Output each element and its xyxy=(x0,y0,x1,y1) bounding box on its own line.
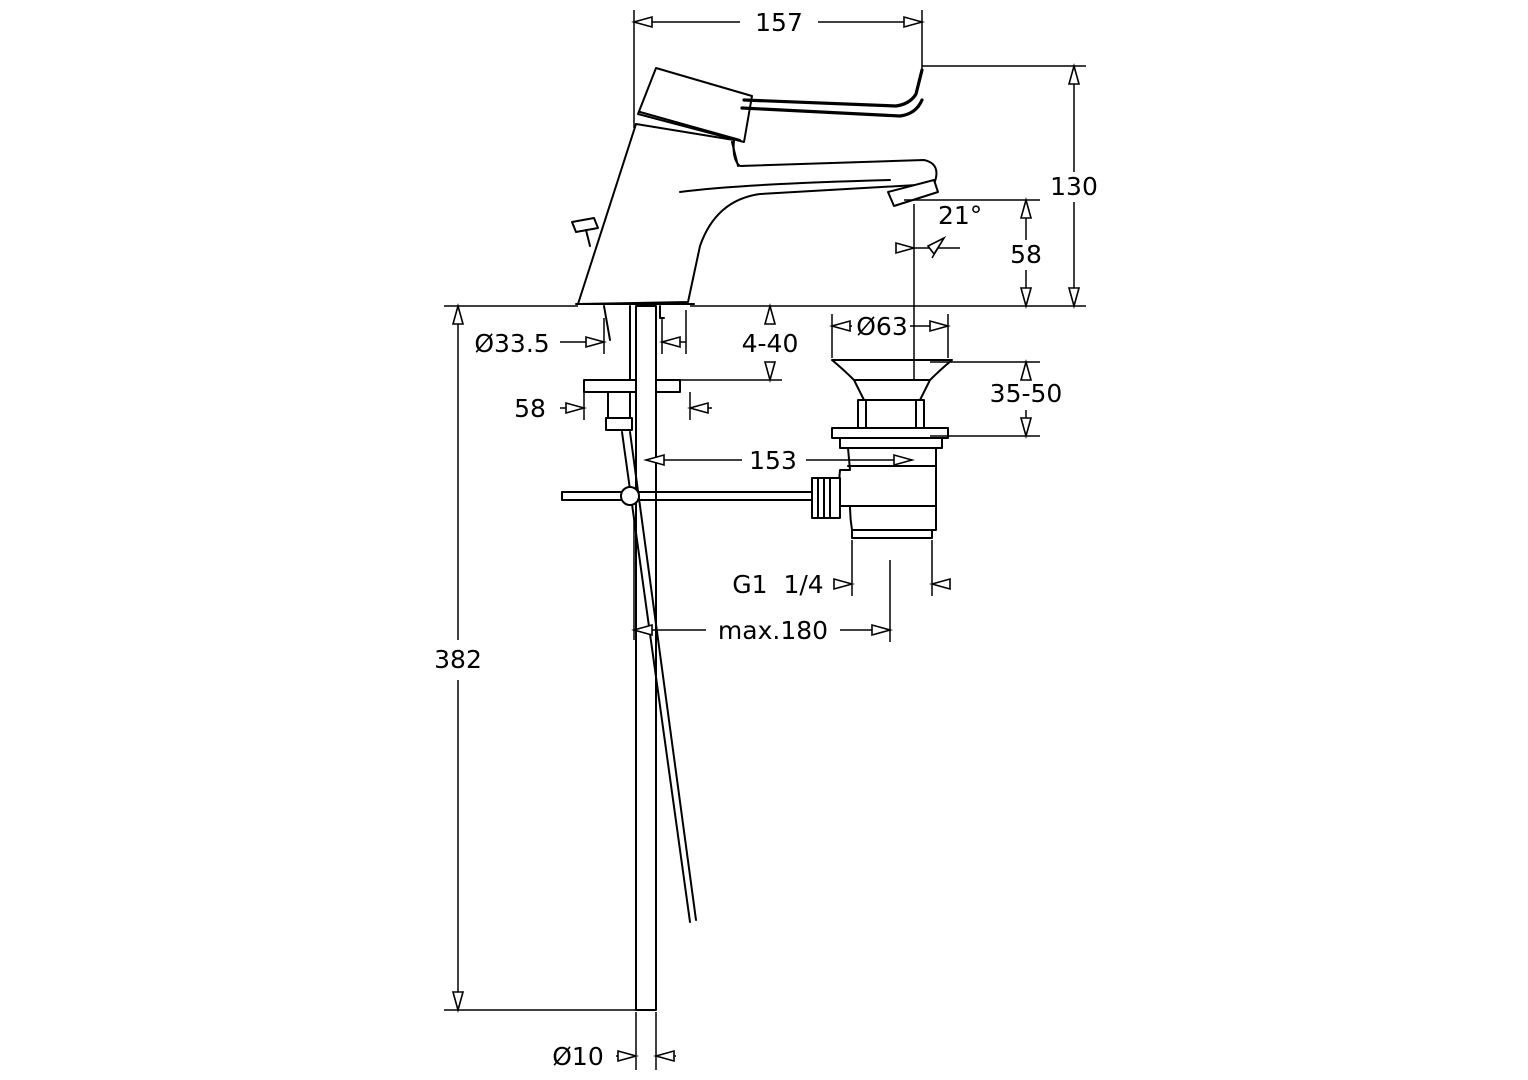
arrow-382-bottom xyxy=(451,991,465,1013)
dimension-labels: 157 130 21° 58 Ø33.5 4-40 Ø63 35-50 58 1… xyxy=(434,8,1098,1071)
label-distance-153: 153 xyxy=(749,446,797,475)
label-nut-58: 58 xyxy=(514,394,546,423)
arrow-g1-right xyxy=(929,577,951,591)
arrow-335-left xyxy=(585,335,607,349)
arrow-63-left xyxy=(829,319,851,333)
arrow-21-a xyxy=(895,241,917,255)
arrow-180-right xyxy=(871,623,893,637)
arrow-10-right xyxy=(653,1049,675,1063)
arrow-58-bottom xyxy=(1019,287,1033,309)
label-waste-35-50: 35-50 xyxy=(990,379,1063,408)
label-max-180: max.180 xyxy=(718,616,828,645)
arrow-21-b xyxy=(926,236,947,256)
arrow-3550-top xyxy=(1019,359,1033,381)
mounting-assembly xyxy=(561,305,815,1011)
label-diameter-63: Ø63 xyxy=(856,312,908,341)
arrow-440-top xyxy=(763,303,777,325)
arrow-440-bottom xyxy=(763,361,777,383)
arrow-130-top xyxy=(1067,63,1081,85)
arrow-157-right xyxy=(903,15,925,29)
label-length-382: 382 xyxy=(434,645,482,674)
arrow-3550-bottom xyxy=(1019,417,1033,439)
arrow-10-left xyxy=(617,1049,639,1063)
arrow-58n-right xyxy=(687,401,709,415)
arrow-153-right xyxy=(893,453,915,467)
arrowheads xyxy=(451,15,1081,1063)
arrow-63-right xyxy=(929,319,951,333)
label-diameter-33-5: Ø33.5 xyxy=(474,329,549,358)
label-spout-58: 58 xyxy=(1010,240,1042,269)
arrow-58n-left xyxy=(565,401,587,415)
arrow-335-right xyxy=(659,335,681,349)
popup-waste xyxy=(811,359,953,539)
label-thread-g1: G1 1/4 xyxy=(732,570,823,599)
arrow-180-left xyxy=(631,623,653,637)
label-width-157: 157 xyxy=(755,8,803,37)
arrow-58-top xyxy=(1019,197,1033,219)
arrow-153-left xyxy=(643,453,665,467)
arrow-157-left xyxy=(631,15,653,29)
label-deck-4-40: 4-40 xyxy=(742,329,799,358)
arrow-g1-left xyxy=(833,577,855,591)
label-diameter-10: Ø10 xyxy=(552,1042,604,1071)
arrow-130-bottom xyxy=(1067,287,1081,309)
faucet-body xyxy=(571,67,939,305)
arrow-382-top xyxy=(451,303,465,325)
label-height-130: 130 xyxy=(1050,172,1098,201)
label-angle-21: 21° xyxy=(938,201,982,230)
